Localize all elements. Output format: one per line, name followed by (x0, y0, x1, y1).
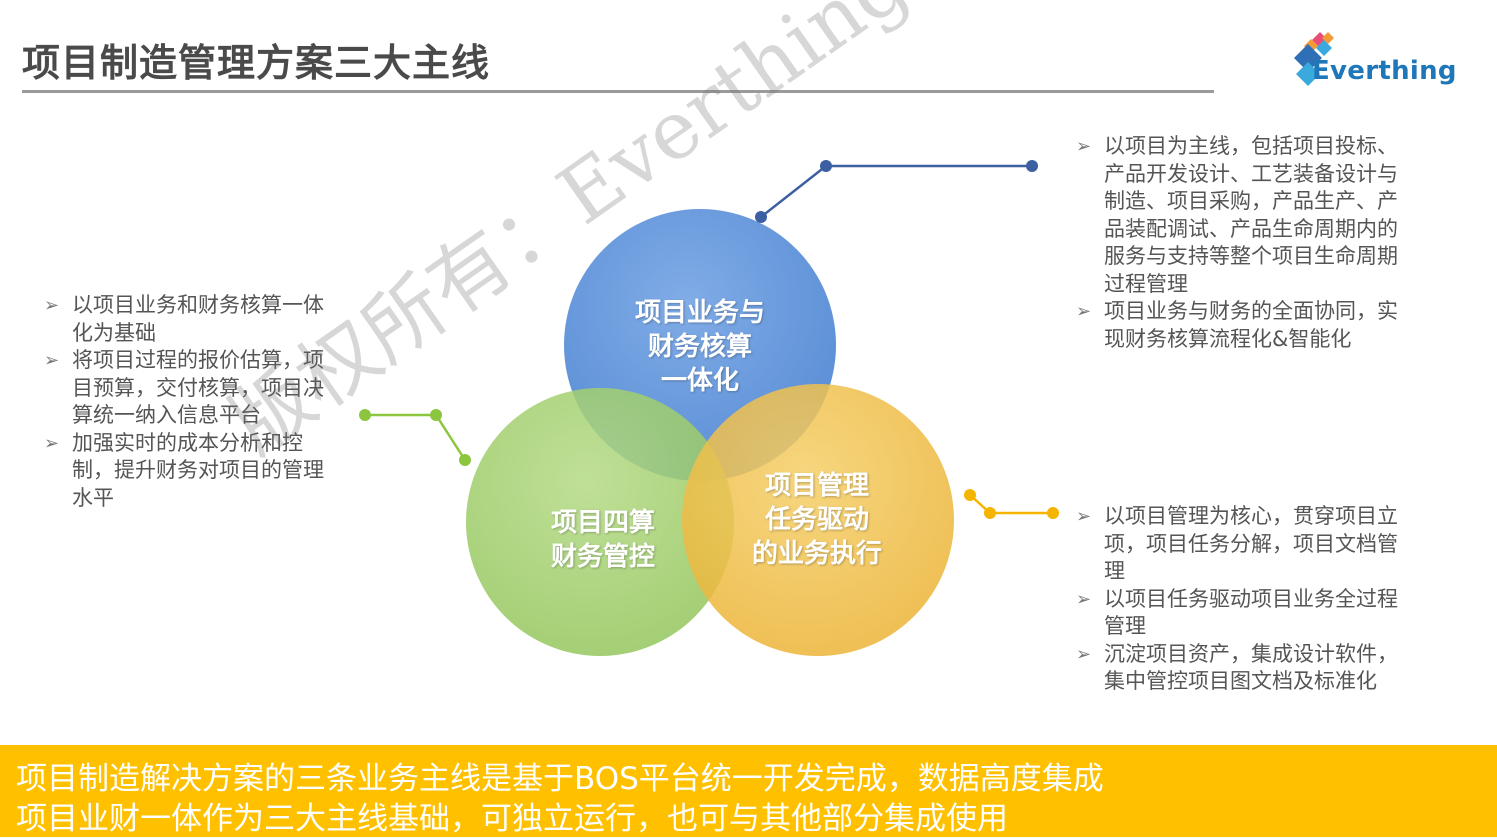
everthing-logo-icon (1294, 32, 1334, 86)
list-item: ➢将项目过程的报价估算，项目预算，交付核算，项目决算统一纳入信息平台 (44, 348, 324, 427)
list-item: ➢以项目为主线，包括项目投标、产品开发设计、工艺装备设计与制造、项目采购，产品生… (1076, 134, 1398, 296)
list-item: ➢以项目业务和财务核算一体化为基础 (44, 293, 324, 345)
list-item: ➢沉淀项目资产，集成设计软件，集中管控项目图文档及标准化 (1076, 641, 1398, 694)
logo-wordmark: Everthing (1312, 56, 1457, 86)
chevron-right-icon: ➢ (44, 350, 60, 371)
circle-finance-line: 一体化 (660, 366, 739, 396)
bullets-left: ➢以项目业务和财务核算一体化为基础 ➢将项目过程的报价估算，项目预算，交付核算，… (42, 292, 332, 512)
list-item: ➢以项目管理为核心，贯穿项目立项，项目任务分解，项目文档管理 (1076, 504, 1398, 583)
circle-budget-label: 项目四算 财务管控 (513, 506, 693, 574)
footer-line-1: 项目制造解决方案的三条业务主线是基于BOS平台统一开发完成，数据高度集成 (16, 761, 1104, 797)
circle-task-line: 项目管理 (764, 471, 869, 501)
circle-task-line: 任务驱动 (764, 505, 869, 535)
bullets-top-right: ➢以项目为主线，包括项目投标、产品开发设计、工艺装备设计与制造、项目采购，产品生… (1074, 133, 1404, 353)
connector-bottom-right (964, 489, 1059, 519)
circle-task (682, 384, 954, 656)
chevron-right-icon: ➢ (1076, 506, 1092, 527)
circle-task-line: 的业务执行 (751, 539, 882, 569)
chevron-right-icon: ➢ (1076, 588, 1092, 610)
list-item: ➢以项目任务驱动项目业务全过程管理 (1076, 586, 1398, 639)
circle-budget-line: 项目四算 (550, 508, 655, 538)
title-divider (22, 90, 1214, 93)
circle-finance-line: 项目业务与 (634, 298, 765, 328)
list-item: ➢加强实时的成本分析和控制，提升财务对项目的管理水平 (44, 430, 324, 510)
chevron-right-icon: ➢ (44, 432, 60, 454)
page-title: 项目制造管理方案三大主线 (22, 41, 491, 85)
circle-budget-line: 财务管控 (550, 542, 655, 572)
list-item: ➢项目业务与财务的全面协同，实现财务核算流程化&智能化 (1076, 299, 1398, 351)
connector-top-right (755, 160, 1038, 223)
circle-budget (466, 388, 734, 656)
chevron-right-icon: ➢ (44, 295, 60, 316)
venn-diagram (359, 160, 1059, 656)
circle-task-label: 项目管理 任务驱动 的业务执行 (727, 469, 907, 571)
bullets-bottom-right: ➢以项目管理为核心，贯穿项目立项，项目任务分解，项目文档管理 ➢以项目任务驱动项… (1074, 503, 1414, 696)
circle-finance-line: 财务核算 (647, 332, 752, 362)
connector-left (359, 409, 471, 466)
chevron-right-icon: ➢ (1076, 301, 1092, 322)
chevron-right-icon: ➢ (1076, 136, 1092, 157)
footer-line-2: 项目业财一体作为三大主线基础，可独立运行，也可与其他部分集成使用 (16, 801, 1008, 837)
chevron-right-icon: ➢ (1076, 643, 1092, 665)
footer-banner: 项目制造解决方案的三条业务主线是基于BOS平台统一开发完成，数据高度集成 项目业… (0, 745, 1497, 837)
circle-finance-label: 项目业务与 财务核算 一体化 (600, 296, 800, 398)
